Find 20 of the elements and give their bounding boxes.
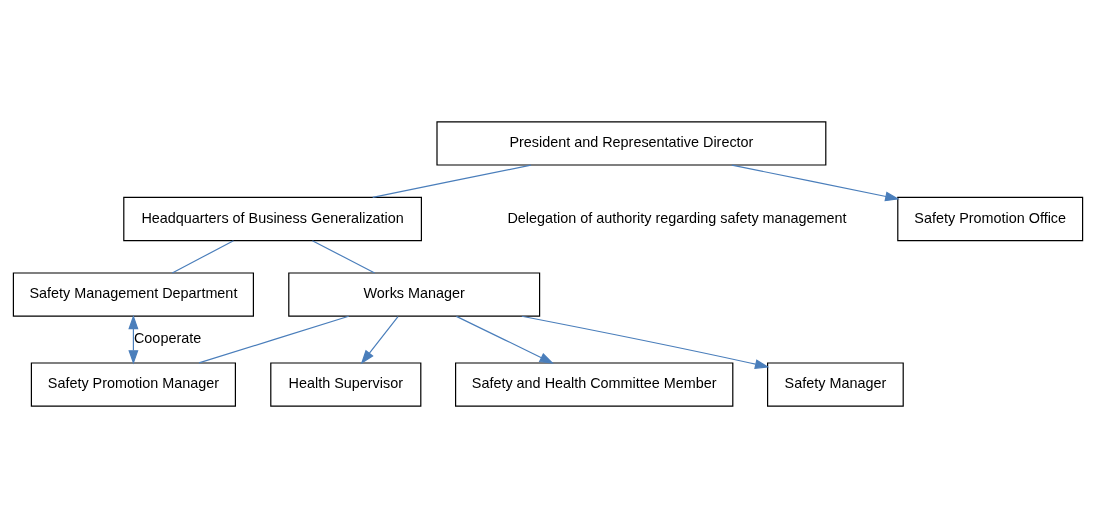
node-box: Headquarters of Business Generalization <box>123 196 422 242</box>
node-box: Safety Management Department <box>12 272 254 317</box>
node-box: Safety and Health Committee Member <box>455 362 734 407</box>
connector <box>311 240 376 274</box>
node-box: President and Representative Director <box>436 121 827 166</box>
node-box: Safety Promotion Manager <box>30 362 236 407</box>
arrow <box>455 315 554 364</box>
node-box: Health Supervisor <box>270 362 422 407</box>
node-box: Safety Manager <box>767 362 904 407</box>
node-box: Safety Promotion Office <box>897 196 1084 242</box>
arrow <box>128 314 139 365</box>
edge-label: Cooperate <box>133 330 202 347</box>
label: Delegation of authority regarding safety management <box>507 209 847 226</box>
node-box: Works Manager <box>288 272 541 317</box>
connector <box>198 315 350 364</box>
connector <box>171 240 235 274</box>
arrow <box>521 315 770 370</box>
connector <box>372 164 532 198</box>
arrow <box>731 164 900 202</box>
arrow <box>360 315 399 365</box>
